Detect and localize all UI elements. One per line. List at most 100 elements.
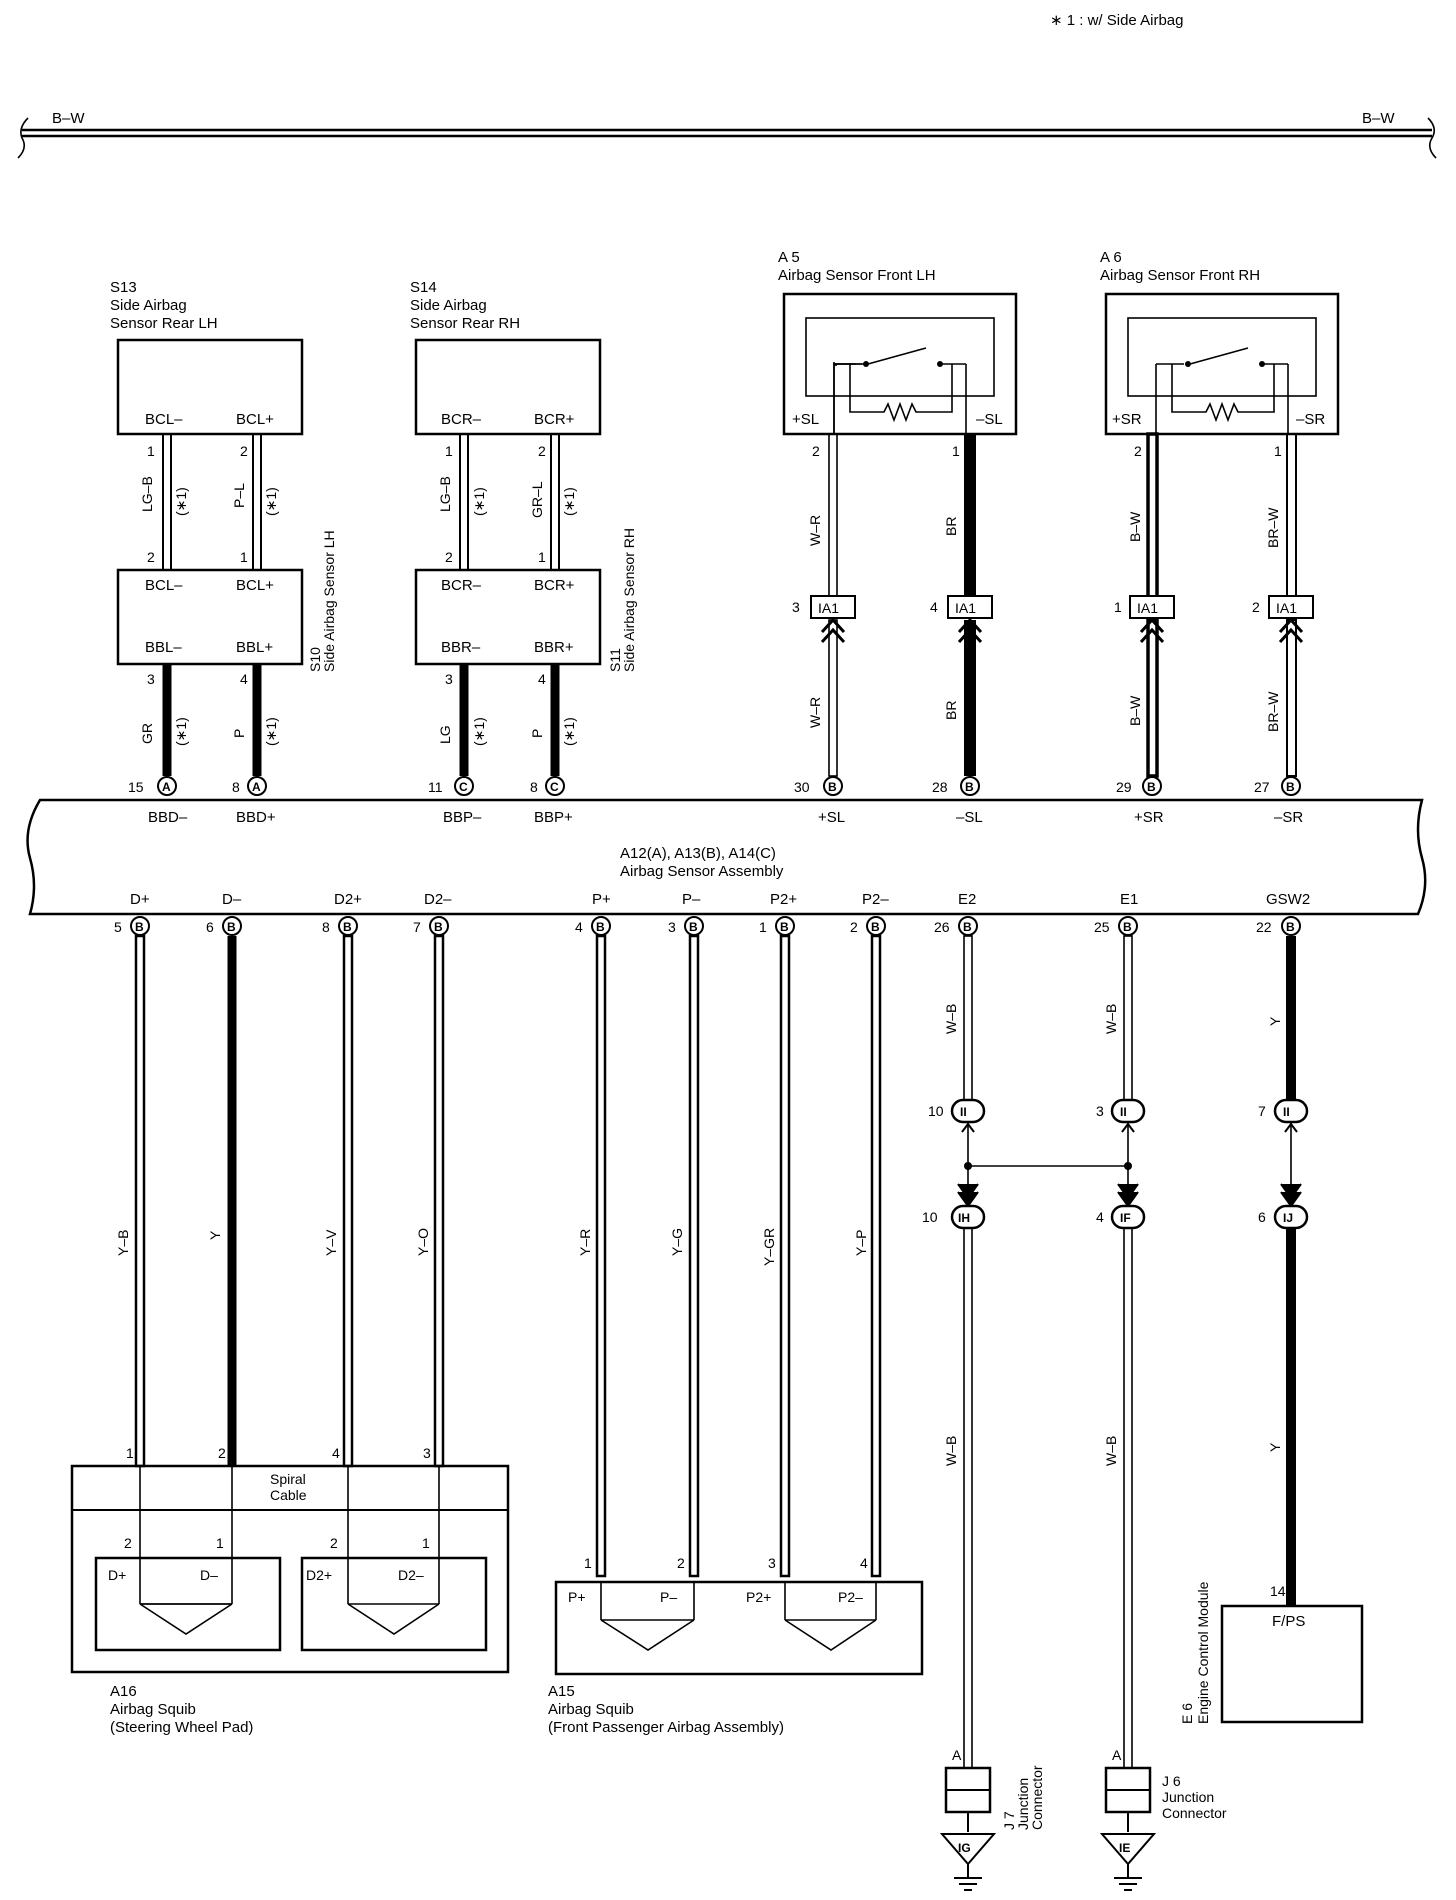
wire-ecm: Y [1267, 1442, 1283, 1452]
bw-bus: B–W B–W [17, 110, 1437, 159]
assembly-top-pins: A 15 BBD– A 8 BBD+ C 11 BBP– C 8 BBP+ B … [128, 776, 1303, 826]
s11-pin3: 3 [445, 671, 453, 687]
s10-pin3: 3 [147, 671, 155, 687]
conn-pin: 10 [922, 1209, 938, 1225]
s14-pin2: 2 [538, 443, 546, 459]
squib-d2-plus: D2+ [306, 1567, 332, 1583]
assembly-bottom-pin: P2+ B 1 Y–GR [759, 891, 797, 1578]
wire-color: Y–G [669, 1228, 685, 1256]
s10-pin1: 2 [147, 549, 155, 565]
s11-t4: BBR+ [534, 639, 574, 656]
ecm-id: E 6 [1179, 1703, 1195, 1724]
assembly-top-pin: A 15 BBD– [128, 776, 188, 826]
pin-terminal-name: +SR [1134, 809, 1164, 826]
a5-name: Airbag Sensor Front LH [778, 267, 936, 284]
j7-name2: Connector [1029, 1765, 1045, 1830]
j7-id: J 7 [1001, 1811, 1017, 1830]
pin-number: 3 [668, 919, 676, 935]
airbag-sensor-assembly: A12(A), A13(B), A14(C) Airbag Sensor Ass… [26, 798, 1427, 916]
assembly-top-pin: A 8 BBD+ [232, 776, 276, 826]
a6-conn-r: IA1 [1276, 600, 1297, 616]
pin-number: 8 [322, 919, 330, 935]
conn-pin: 10 [928, 1103, 944, 1119]
pin-terminal-name: GSW2 [1266, 891, 1310, 908]
s11-wire3: LG [437, 725, 453, 744]
pin-conn-letter: B [1286, 780, 1295, 794]
assembly-bottom-pin: P– B 3 Y–G [668, 891, 704, 1578]
assembly-bottom-pin: D2+ B 8 Y–V [322, 891, 362, 1468]
spiral-pin1: 1 [126, 1445, 134, 1461]
a6-conn-l: IA1 [1137, 600, 1158, 616]
j6-ground-code: IE [1119, 1841, 1130, 1855]
pin-number: 15 [128, 779, 144, 795]
s14-wire1: LG–B [437, 476, 453, 512]
conn-pin: 6 [1258, 1209, 1266, 1225]
a6-term-plus: +SR [1112, 411, 1142, 428]
s10-t3: BBL– [145, 639, 182, 656]
pin-conn-letter: B [434, 920, 443, 934]
squib-d-plus: D+ [108, 1567, 126, 1583]
a5-pin-r: 1 [952, 443, 960, 459]
pin-terminal-name: D+ [130, 891, 150, 908]
j7-junction: A IG J 7 Junction Connector [939, 1747, 1045, 1891]
conn-if: IF 4 [1096, 1204, 1146, 1230]
j6-id: J 6 [1162, 1773, 1181, 1789]
a5-pin-l: 2 [812, 443, 820, 459]
a6-term-minus: –SR [1296, 411, 1325, 428]
conn-pin: 4 [1096, 1209, 1104, 1225]
ecm-e6: 14 F/PS E 6 Engine Control Module [1179, 1581, 1364, 1724]
pin-number: 25 [1094, 919, 1110, 935]
a15-p-plus: P+ [568, 1589, 586, 1605]
assembly-bottom-pin: E1 B 25 W–B [1094, 891, 1138, 1107]
wire-color: W–B [1103, 1004, 1119, 1034]
conn-ii-1: II 10 [928, 1098, 986, 1124]
s13-name2: Sensor Rear LH [110, 315, 218, 332]
pin-conn-letter: B [689, 920, 698, 934]
pin-number: 27 [1254, 779, 1270, 795]
a6-wire-l2: B–W [1127, 695, 1143, 726]
j6-junction: A IE J 6 Junction Connector [1099, 1747, 1227, 1891]
s11-wire4: P [529, 729, 545, 738]
squib-pin-a: 2 [124, 1535, 132, 1551]
wire-color: Y–B [115, 1230, 131, 1256]
a15-name1: Airbag Squib [548, 1701, 634, 1718]
pin-number: 8 [232, 779, 240, 795]
s13-star1: (∗1) [173, 487, 189, 516]
pin-terminal-name: E1 [1120, 891, 1138, 908]
a15-id: A15 [548, 1683, 575, 1700]
s14-term1: BCR– [441, 411, 482, 428]
spiral-title1: Spiral [270, 1471, 306, 1487]
assembly-bottom-pin: GSW2 B 22 Y [1256, 891, 1310, 1100]
pin-conn-letter: B [780, 920, 789, 934]
s14-wires: LG–B (∗1) GR–L (∗1) 2 1 [437, 433, 577, 571]
j7-ground-code: IG [958, 1841, 971, 1855]
ground-junction: II 10 II 3 II 7 IH 10 IF 4 [922, 1098, 1309, 1769]
conn-code: IF [1120, 1211, 1131, 1225]
a6-wire-l: B–W [1127, 511, 1143, 542]
conn-pin: 3 [1096, 1103, 1104, 1119]
a5-conn-r: IA1 [955, 600, 976, 616]
wire-color: Y–O [415, 1228, 431, 1256]
s14-id: S14 [410, 279, 437, 296]
s13-star2: (∗1) [263, 487, 279, 516]
assembly-title2: Airbag Sensor Assembly [620, 863, 784, 880]
assembly-title1: A12(A), A13(B), A14(C) [620, 845, 776, 862]
wire-j6: W–B [1103, 1436, 1119, 1466]
spiral-pin4: 4 [332, 1445, 340, 1461]
a15-p-minus: P– [660, 1589, 677, 1605]
pin-terminal-name: BBD+ [236, 809, 276, 826]
a15-pin3: 3 [768, 1555, 776, 1571]
pin-number: 7 [413, 919, 421, 935]
a5-conn-pin-r: 4 [930, 599, 938, 615]
s11-pin1: 2 [445, 549, 453, 565]
pin-number: 30 [794, 779, 810, 795]
pin-number: 26 [934, 919, 950, 935]
s11-sensor: BCR– BCR+ BBR– BBR+ S11 Side Airbag Sens… [414, 528, 637, 776]
s13-term2: BCL+ [236, 411, 274, 428]
a15-pin1: 1 [584, 1555, 592, 1571]
pin-number: 4 [575, 919, 583, 935]
assembly-bottom-pin: D2– B 7 Y–O [413, 891, 452, 1468]
s10-pin2: 1 [240, 549, 248, 565]
wire-color: Y–GR [761, 1228, 777, 1266]
